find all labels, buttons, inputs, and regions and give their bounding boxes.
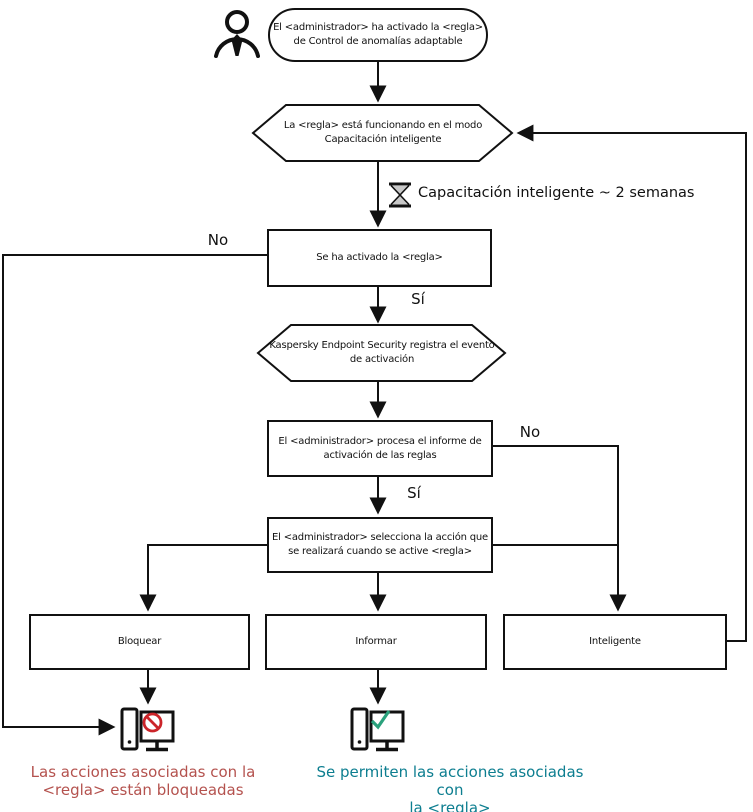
node-action-inform: Informar	[265, 614, 487, 670]
edge-label-no-2: No	[519, 423, 541, 441]
hexagon-kes-registers-event	[256, 324, 507, 382]
prohibited-icon	[142, 712, 163, 733]
node-rule-triggered: Se ha activado la <regla>	[267, 229, 492, 287]
checkmark-icon	[370, 710, 391, 730]
node-kes-registers-event: Kaspersky Endpoint Security registra el …	[258, 325, 506, 381]
node-admin-selects: El <administrador> selecciona la acción …	[267, 517, 493, 573]
node-start-line2: de Control de anomalías adaptable	[293, 36, 463, 47]
node-rule-triggered-text: Se ha activado la <regla>	[316, 252, 443, 263]
outcome-allowed-line2: la <regla>	[409, 799, 491, 812]
outcome-allowed-text: Se permiten las acciones asociadas con l…	[303, 763, 597, 812]
node-admin-processes-line1: El <administrador> procesa el informe de	[278, 435, 482, 447]
node-mode-line1: La <regla> está funcionando en el modo	[283, 119, 483, 131]
node-kes-line2: de activación	[349, 354, 415, 365]
node-admin-selects-line2: se realizará cuando se active <regla>	[288, 546, 472, 557]
outcome-blocked-line2: <regla> están bloqueadas	[42, 781, 244, 799]
connector-selects-to-block	[139, 544, 267, 612]
edge-label-no-1: No	[207, 231, 229, 249]
node-action-smart-label: Inteligente	[589, 636, 641, 647]
connector-smart-loop-back	[516, 124, 747, 642]
connector-no-to-smart	[493, 445, 627, 612]
node-action-block: Bloquear	[29, 614, 250, 670]
connector-no-to-blocked	[2, 254, 267, 736]
node-smart-training-mode: La <regla> está funcionando en el modo C…	[253, 104, 513, 161]
hexagon-smart-training-mode	[251, 104, 514, 162]
node-admin-selects-line1: El <administrador> selecciona la acción …	[272, 532, 488, 543]
node-start-line1: El <administrador> ha activado la <regla…	[273, 22, 483, 33]
outcome-blocked-line1: Las acciones asociadas con la	[30, 763, 256, 781]
node-kes-line1: Kaspersky Endpoint Security registra el …	[269, 340, 495, 351]
node-admin-processes-line2: activación de las reglas	[323, 449, 437, 461]
allowed-computer-icon	[350, 707, 405, 752]
training-duration-label: Capacitación inteligente ~ 2 semanas	[418, 185, 695, 201]
node-start: El <administrador> ha activado la <regla…	[268, 8, 488, 62]
node-mode-line2: Capacitación inteligente	[324, 133, 442, 145]
administrator-icon	[214, 10, 260, 58]
node-action-smart: Inteligente	[503, 614, 727, 670]
blocked-computer-icon	[120, 707, 175, 752]
hourglass-icon	[389, 182, 411, 208]
node-admin-processes: El <administrador> procesa el informe de…	[267, 420, 493, 477]
edge-label-yes-2: Sí	[407, 484, 421, 502]
node-action-block-label: Bloquear	[117, 636, 162, 647]
outcome-allowed-line1: Se permiten las acciones asociadas con	[316, 763, 584, 799]
outcome-blocked-text: Las acciones asociadas con la <regla> es…	[8, 763, 278, 799]
node-action-inform-label: Informar	[355, 636, 397, 647]
edge-label-yes-1: Sí	[411, 290, 425, 308]
